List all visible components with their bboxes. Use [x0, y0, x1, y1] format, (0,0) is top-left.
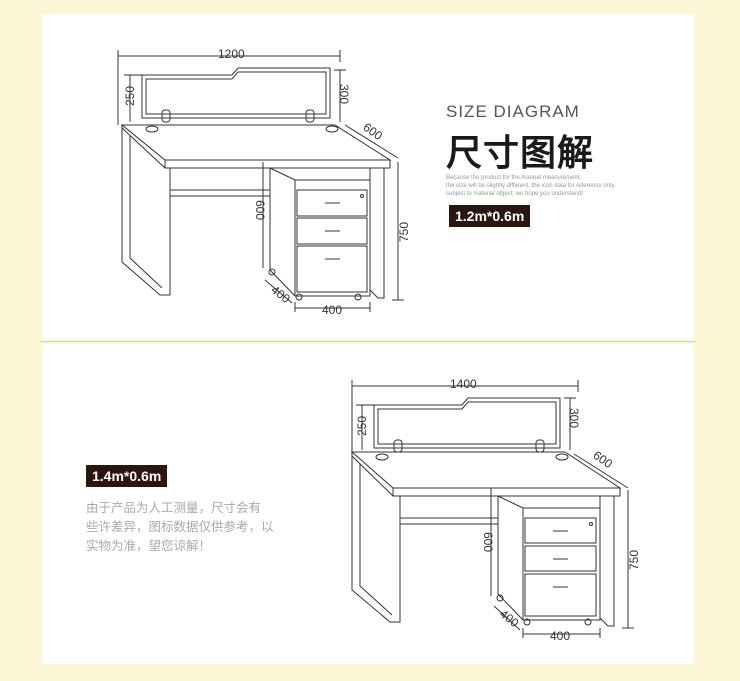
- size-diagram-heading-cn: 尺寸图解: [446, 133, 595, 174]
- note-en-line: the size will be slightly different, the…: [446, 183, 616, 189]
- note-en-line: subject to material object, we hope you …: [446, 191, 584, 197]
- dim-width-1: 1200: [218, 47, 245, 61]
- panel-divider: [40, 341, 696, 342]
- dim-screen-height-2: 250: [355, 416, 369, 436]
- note-cn-line: 由于产品为人工测量，尺寸会有: [86, 500, 262, 515]
- dim-total-height-2: 750: [627, 550, 641, 570]
- dim-screen-top-1: 300: [337, 84, 351, 104]
- dim-cabinet-width-2: 400: [550, 629, 570, 643]
- dim-depth-2: 600: [591, 448, 616, 471]
- note-cn-line: 些许差异，图标数据仅供参考，以: [86, 519, 274, 534]
- size-badge-2: 1.4m*0.6m: [86, 465, 168, 487]
- size-badge-1: 1.2m*0.6m: [449, 205, 531, 227]
- dim-cabinet-depth-2: 400: [497, 607, 522, 631]
- dim-total-height-1: 750: [397, 222, 411, 242]
- size-diagram-heading: SIZE DIAGRAM: [446, 102, 580, 121]
- dim-cabinet-height-2: 600: [481, 532, 495, 552]
- note-cn-line: 实物为准，望您谅解！: [86, 538, 212, 553]
- bottom-panel: [42, 344, 694, 664]
- measurement-note-cn: 由于产品为人工测量，尺寸会有 些许差异，图标数据仅供参考，以 实物为准，望您谅解…: [86, 498, 326, 555]
- dim-screen-height-1: 250: [123, 86, 137, 106]
- note-en-line: Because the product for the manual measu…: [446, 175, 582, 181]
- dim-screen-top-2: 300: [567, 408, 581, 428]
- dim-cabinet-height-1: 600: [253, 200, 267, 220]
- top-panel: [42, 14, 694, 340]
- measurement-note-en: Because the product for the manual measu…: [446, 174, 666, 198]
- dim-width-2: 1400: [450, 377, 477, 391]
- dim-cabinet-width-1: 400: [322, 303, 342, 317]
